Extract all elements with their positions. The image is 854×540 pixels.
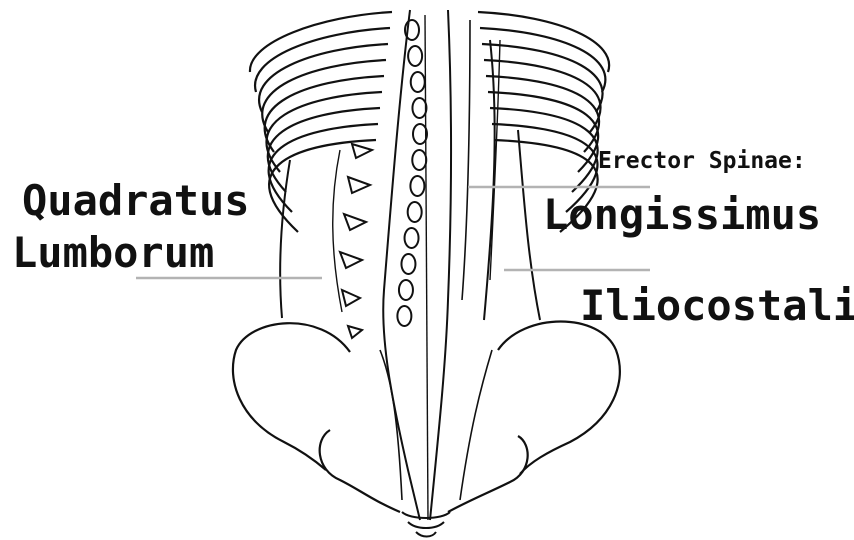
vertebra [405, 228, 419, 248]
erector-spinae-heading: Erector Spinae: [598, 150, 806, 173]
rib-left [255, 28, 390, 92]
rib-right [490, 108, 598, 192]
vertebral-bodies [397, 20, 427, 326]
vertebra [408, 202, 422, 222]
vertebra [399, 280, 413, 300]
rib-left [268, 108, 380, 192]
vertebral-column [383, 10, 470, 520]
longissimus-label: Longissimus [543, 194, 821, 236]
quadratus-lumborum-outline [280, 150, 342, 318]
vertebra [412, 98, 426, 118]
vertebra [410, 176, 424, 196]
quadratus-label-line1: Quadratus [22, 180, 250, 222]
left-rib-cage [250, 12, 392, 232]
vertebra [397, 306, 411, 326]
erector-spinae-outline [484, 40, 540, 320]
vertebra [401, 254, 415, 274]
quadratus-label-line2: Lumborum [12, 232, 214, 274]
vertebra [408, 46, 422, 66]
rib-right [488, 92, 598, 172]
rib-left [250, 12, 392, 72]
vertebra [412, 150, 426, 170]
lumbar-processes [340, 144, 372, 338]
vertebra [411, 72, 425, 92]
sacrum-coccyx [402, 512, 450, 537]
rib-right [478, 12, 609, 72]
iliocostalis-label: Iliocostalis [580, 285, 854, 327]
vertebra [413, 124, 427, 144]
